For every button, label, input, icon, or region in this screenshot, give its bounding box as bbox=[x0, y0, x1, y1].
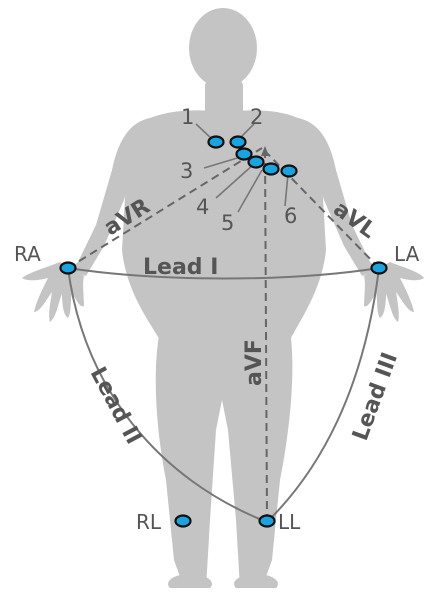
la-label: LA bbox=[394, 242, 420, 266]
v3-label: 3 bbox=[180, 159, 193, 183]
v6-label: 6 bbox=[284, 204, 297, 228]
v1-label: 1 bbox=[181, 105, 194, 129]
electrode-rl bbox=[176, 516, 191, 527]
electrode-ll bbox=[260, 516, 275, 527]
electrode-v1 bbox=[209, 137, 224, 148]
electrode-v3 bbox=[237, 149, 252, 160]
head bbox=[189, 8, 257, 88]
electrode-v2 bbox=[231, 137, 246, 148]
neck bbox=[205, 80, 243, 116]
electrode-v5 bbox=[264, 164, 279, 175]
electrode-ra bbox=[61, 263, 76, 274]
v2-label: 2 bbox=[250, 105, 263, 129]
electrode-la bbox=[372, 263, 387, 274]
ll-label: LL bbox=[278, 510, 301, 534]
lead-ii-label: Lead II bbox=[85, 363, 146, 449]
avf-label: aVF bbox=[242, 339, 267, 386]
v5-label: 5 bbox=[221, 211, 234, 235]
lead-i-label: Lead I bbox=[143, 255, 218, 280]
legs bbox=[156, 330, 293, 588]
lead-iii-label: Lead III bbox=[348, 349, 403, 444]
ra-label: RA bbox=[14, 242, 41, 266]
v4-label: 4 bbox=[196, 195, 209, 219]
rl-label: RL bbox=[136, 510, 162, 534]
electrode-v6 bbox=[282, 166, 297, 177]
electrode-v4 bbox=[249, 157, 264, 168]
